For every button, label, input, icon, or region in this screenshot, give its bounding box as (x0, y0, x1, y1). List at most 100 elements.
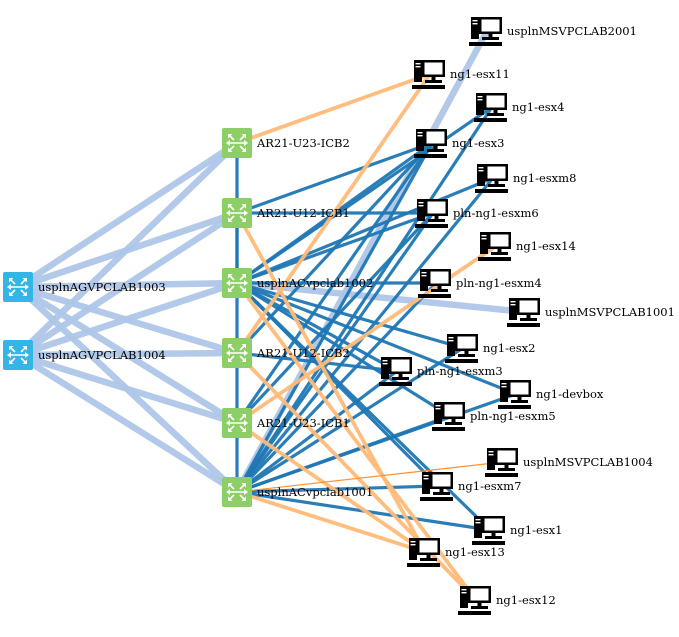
node-label: AR21-U23-ICB1 (256, 416, 350, 430)
link-ar21u23icb1-esx3 (235, 142, 434, 424)
node-label: usplnMSVPCLAB1001 (545, 305, 675, 319)
node-ar21u23icb1[interactable]: AR21-U23-ICB1 (222, 408, 350, 438)
link-agv1004-ar21u23icb2 (15, 140, 240, 358)
node-label: ng1-esxm7 (458, 479, 521, 493)
nodes-layer: usplnAGVPCLAB1003usplnAGVPCLAB1004AR21-U… (3, 17, 675, 615)
switch-icon (222, 477, 252, 507)
node-label: AR21-U23-ICB2 (256, 136, 350, 150)
node-plnesxm3[interactable]: pln-ng1-esxm3 (379, 357, 503, 386)
link-acv1001-esxm7 (236, 484, 439, 494)
node-plnesxm6[interactable]: pln-ng1-esxm6 (415, 199, 539, 228)
link-agv1004-ar21u23icb1 (17, 351, 238, 427)
node-label: pln-ng1-esxm3 (417, 364, 503, 378)
node-label: ng1-esx2 (483, 341, 535, 355)
link-ar21u23icb1-esx14 (235, 244, 498, 425)
server-icon (407, 538, 440, 567)
server-icon (420, 472, 453, 501)
link-agv1004-ar21u12icb1 (16, 210, 239, 358)
node-label: ng1-esx1 (510, 523, 562, 537)
link-acv1002-esxm8 (236, 176, 494, 285)
node-esx12[interactable]: ng1-esx12 (458, 586, 556, 615)
switch-icon (3, 272, 33, 302)
link-ar21u12icb2-esx11 (235, 72, 432, 355)
link-acv1002-plnesxm3 (236, 281, 398, 373)
node-plnesxm4[interactable]: pln-ng1-esxm4 (418, 269, 542, 298)
node-label: ng1-esx3 (452, 136, 504, 150)
node-label: pln-ng1-esxm5 (470, 409, 556, 423)
server-icon (412, 60, 445, 89)
node-esx1[interactable]: ng1-esx1 (472, 516, 562, 545)
node-label: ng1-esxm8 (513, 171, 576, 185)
link-acv1001-esx4 (235, 106, 494, 493)
node-label: usplnMSVPCLAB1004 (523, 455, 653, 469)
node-esx14[interactable]: ng1-esx14 (478, 232, 576, 261)
link-ar21u12icb1-esx3 (236, 141, 433, 215)
node-msv1004[interactable]: usplnMSVPCLAB1004 (485, 448, 653, 477)
node-esxm7[interactable]: ng1-esxm7 (420, 472, 521, 501)
link-acv1001-msv1004 (236, 461, 504, 493)
node-agv1003[interactable]: usplnAGVPCLAB1003 (3, 272, 166, 302)
server-icon (469, 17, 502, 46)
link-ar21u12icb2-esx3 (235, 141, 434, 355)
server-icon (414, 129, 447, 158)
link-agv1004-ar21u12icb2 (17, 349, 238, 359)
node-msv2001[interactable]: usplnMSVPCLAB2001 (469, 17, 637, 46)
node-esx13[interactable]: ng1-esx13 (407, 538, 505, 567)
node-esxm8[interactable]: ng1-esxm8 (475, 164, 576, 193)
server-icon (478, 232, 511, 261)
node-ar21u12icb2[interactable]: AR21-U12-ICB2 (222, 338, 350, 368)
node-label: ng1-esx4 (512, 100, 564, 114)
node-label: ng1-devbox (536, 387, 604, 401)
link-agv1003-ar21u23icb2 (16, 140, 239, 290)
link-agv1004-acv1002 (16, 279, 239, 359)
server-icon (415, 199, 448, 228)
node-agv1004[interactable]: usplnAGVPCLAB1004 (3, 340, 166, 370)
link-acv1002-msv1001 (236, 279, 526, 316)
node-esx11[interactable]: ng1-esx11 (412, 60, 510, 89)
switch-icon (222, 268, 252, 298)
node-acv1002[interactable]: usplnACvpclab1002 (222, 268, 373, 298)
link-acv1001-plnesxm4 (235, 281, 438, 494)
server-icon (432, 402, 465, 431)
server-icon (507, 298, 540, 327)
server-icon (475, 164, 508, 193)
node-ar21u23icb2[interactable]: AR21-U23-ICB2 (222, 128, 350, 158)
node-label: ng1-esx13 (445, 545, 505, 559)
switch-icon (222, 128, 252, 158)
node-plnesxm5[interactable]: pln-ng1-esxm5 (432, 402, 556, 431)
link-acv1001-devbox (236, 392, 517, 494)
node-label: ng1-esx14 (516, 239, 576, 253)
switch-icon (222, 408, 252, 438)
link-acv1001-esx13 (236, 490, 426, 554)
node-label: usplnACvpclab1002 (257, 276, 373, 290)
node-label: pln-ng1-esxm6 (453, 206, 539, 220)
node-label: ng1-esx12 (496, 593, 556, 607)
node-label: pln-ng1-esxm4 (456, 276, 542, 290)
server-icon (379, 357, 412, 386)
node-devbox[interactable]: ng1-devbox (498, 380, 604, 409)
node-esx3[interactable]: ng1-esx3 (414, 129, 504, 158)
node-msv1001[interactable]: usplnMSVPCLAB1001 (507, 298, 675, 327)
server-icon (474, 93, 507, 122)
server-icon (445, 334, 478, 363)
node-label: usplnAGVPCLAB1004 (38, 348, 166, 362)
links-layer (15, 29, 526, 602)
node-acv1001[interactable]: usplnACvpclab1001 (222, 477, 373, 507)
link-acv1001-plnesxm3 (236, 369, 398, 494)
switch-icon (222, 198, 252, 228)
server-icon (485, 448, 518, 477)
link-ar21u12icb1-esx13 (235, 212, 427, 553)
switch-icon (3, 340, 33, 370)
node-esx2[interactable]: ng1-esx2 (445, 334, 535, 363)
link-agv1004-acv1001 (16, 352, 239, 495)
server-icon (418, 269, 451, 298)
node-esx4[interactable]: ng1-esx4 (474, 93, 564, 122)
server-icon (498, 380, 531, 409)
node-label: usplnAGVPCLAB1003 (38, 280, 166, 294)
node-ar21u12icb1[interactable]: AR21-U12-ICB1 (222, 198, 350, 228)
node-label: AR21-U12-ICB2 (256, 346, 350, 360)
link-acv1002-esx2 (236, 281, 464, 350)
node-label: AR21-U12-ICB1 (256, 206, 350, 220)
node-label: ng1-esx11 (450, 67, 510, 81)
